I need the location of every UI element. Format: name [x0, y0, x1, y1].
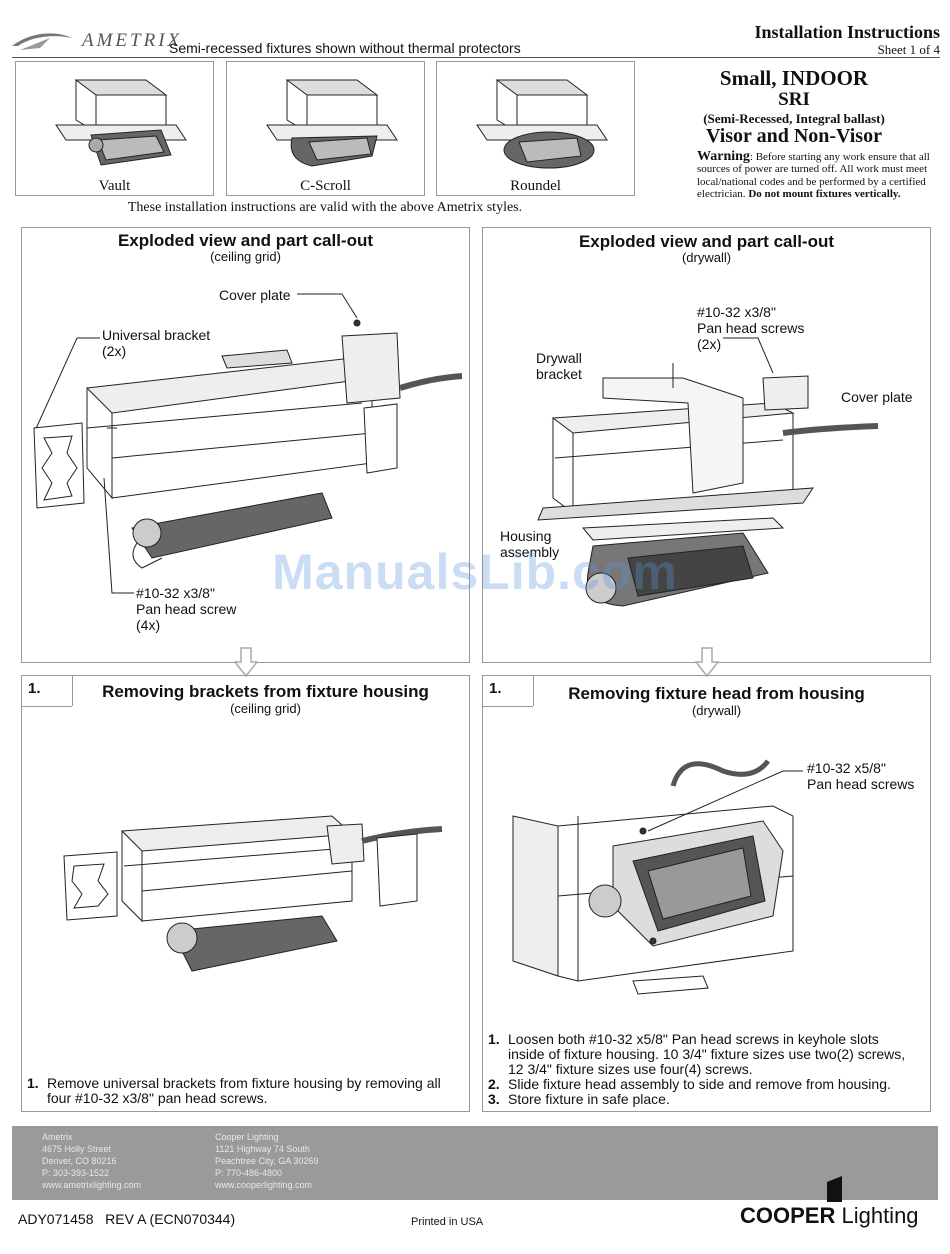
down-arrow-icon [234, 647, 258, 678]
watermark: ManualsLib.com [272, 544, 678, 600]
warning-body: : Before starting any work ensure that a… [697, 151, 930, 200]
callout-housing-assembly: Housing assembly [500, 528, 560, 560]
style-roundel: Roundel [436, 61, 635, 196]
product-line-2: SRI [778, 89, 810, 110]
warning-emphasis: Do not mount fixtures vertically. [748, 187, 901, 200]
panel-subtitle: (ceiling grid) [210, 249, 281, 264]
cooper-address: Cooper Lighting 1121 Highway 74 South Pe… [215, 1132, 319, 1190]
instruction-text: Remove universal brackets from fixture h… [47, 1075, 441, 1106]
callout-cover-plate: Cover plate [219, 287, 291, 303]
warning-label: Warning [697, 149, 750, 164]
step-divider [483, 706, 533, 707]
style-vault: Vault [15, 61, 214, 196]
panel-subtitle: (ceiling grid) [230, 701, 301, 716]
exploded-ceiling-drawing [33, 293, 463, 594]
logo-lighting: Lighting [835, 1203, 919, 1228]
panel-title: Exploded view and part call-out [578, 232, 835, 251]
product-line-1: Small, INDOOR [719, 66, 869, 90]
header-rule [12, 57, 940, 58]
step-divider [533, 676, 534, 706]
instruction-number: 1. [27, 1075, 39, 1091]
product-line-4: Visor and Non-Visor [706, 125, 882, 147]
step-number: 1. [489, 680, 502, 697]
style-label: C-Scroll [300, 178, 351, 194]
panel-title: Removing fixture head from housing [568, 684, 865, 703]
warning-text: Warning: Before starting any work ensure… [697, 149, 941, 200]
c-scroll-fixture-icon [266, 79, 398, 167]
callout-cover-plate: Cover plate [841, 389, 913, 405]
removing-fixture-head-drawing [512, 759, 803, 995]
sheet-number: Sheet 1 of 4 [877, 42, 940, 57]
panel-subtitle: (drywall) [691, 703, 742, 718]
instruction-item: 1. Remove universal brackets from fixture… [27, 1076, 457, 1106]
styles-note: These installation instructions are vali… [127, 200, 523, 215]
ametrix-address: Ametrix 4675 Holly Street Denver, CO 802… [42, 1132, 142, 1190]
instruction-item: 1. Loosen both #10-32 x5/8" Pan head scre… [488, 1032, 928, 1077]
style-label: Vault [98, 178, 131, 194]
exploded-drywall-drawing [537, 337, 879, 607]
panel-removing-fixture-head: 1. Removing fixture head from housing (d… [482, 675, 931, 1112]
instruction-number: 3. [488, 1091, 500, 1107]
cooper-logo-accent-icon [827, 1176, 842, 1202]
logo-cooper: COOPER [740, 1203, 836, 1228]
header-subtitle: Semi-recessed fixtures shown without the… [169, 40, 521, 56]
panel-exploded-drywall: Exploded view and part call-out (drywall… [482, 227, 931, 663]
instruction-text: Slide fixture head assembly to side and … [508, 1076, 891, 1092]
callout-universal-bracket: Universal bracket (2x) [102, 327, 211, 359]
panel-removing-brackets: 1. Removing brackets from fixture housin… [21, 675, 470, 1112]
roundel-fixture-icon [476, 79, 608, 169]
vault-fixture-icon [55, 79, 187, 166]
style-label: Roundel [510, 178, 561, 194]
instruction-item: 2. Slide fixture head assembly to side an… [488, 1077, 928, 1092]
panel-title: Removing brackets from fixture housing [102, 682, 429, 701]
printed-in: Printed in USA [411, 1216, 484, 1228]
instruction-text: Store fixture in safe place. [508, 1091, 670, 1107]
ametrix-logo-icon [12, 33, 72, 50]
removing-brackets-drawing [63, 815, 443, 972]
product-line-3: (Semi-Recessed, Integral ballast) [703, 111, 885, 126]
callout-pan-head-screws: #10-32 x5/8" Pan head screws [807, 760, 915, 792]
panel-exploded-ceiling: Exploded view and part call-out (ceiling… [21, 227, 470, 663]
instruction-item: 3. Store fixture in safe place. [488, 1092, 928, 1107]
footer-band: Ametrix 4675 Holly Street Denver, CO 802… [12, 1126, 938, 1200]
step-divider [72, 676, 73, 706]
down-arrow-icon [695, 647, 719, 678]
callout-drywall-bracket: Drywall bracket [536, 350, 582, 382]
callout-pan-head-screw: #10-32 x3/8" Pan head screw (4x) [136, 585, 237, 633]
document-number: ADY071458 REV A (ECN070344) [18, 1211, 236, 1227]
style-c-scroll: C-Scroll [226, 61, 425, 196]
instruction-text: Loosen both #10-32 x5/8" Pan head screws… [508, 1031, 906, 1077]
panel-title: Exploded view and part call-out [117, 231, 374, 250]
doc-title: Installation Instructions [754, 22, 940, 42]
step-divider [22, 706, 72, 707]
cooper-lighting-logo: COOPER Lighting [740, 1203, 919, 1229]
panel-subtitle: (drywall) [681, 250, 732, 265]
callout-pan-head-screws: #10-32 x3/8" Pan head screws (2x) [697, 304, 805, 352]
brand-name: AMETRIX [82, 30, 183, 51]
step-number: 1. [28, 680, 41, 697]
instruction-number: 1. [488, 1031, 500, 1047]
instruction-number: 2. [488, 1076, 500, 1092]
